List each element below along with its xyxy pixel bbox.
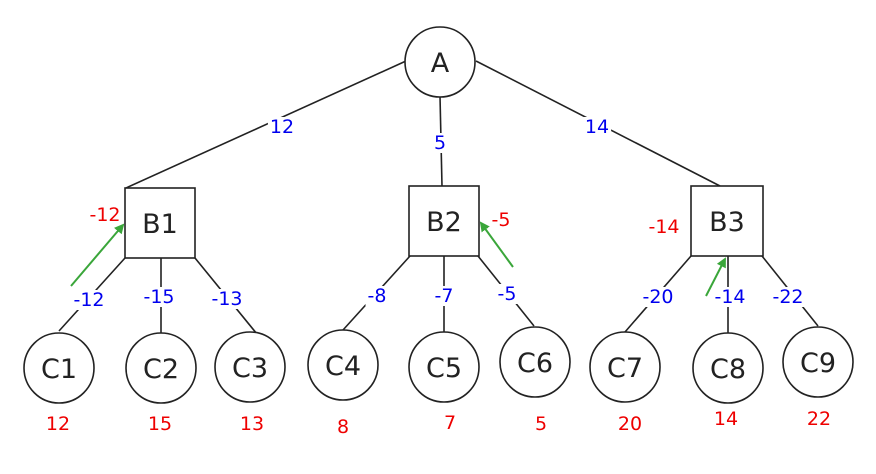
node-c6-shape: [499, 326, 571, 398]
value-label-c2: 15: [148, 413, 172, 435]
value-label-c4: 8: [337, 416, 349, 438]
edge-label-backing: [432, 286, 456, 306]
node-c8-label: C8: [710, 354, 746, 385]
node-c6: C6: [499, 326, 571, 398]
node-b1-label: B1: [142, 209, 178, 240]
edge-label-b2-c4: -8: [368, 285, 387, 307]
node-c6-label: C6: [517, 348, 553, 379]
node-c2: C2: [125, 332, 197, 404]
value-label-c8: 14: [714, 408, 738, 430]
edge-label-backing: [495, 284, 519, 304]
node-c1-label: C1: [41, 354, 77, 385]
node-c9-label: C9: [800, 348, 836, 379]
node-a-label: A: [431, 48, 450, 79]
edge-label-b3-c8: -14: [714, 286, 745, 308]
edge-label-backing: [71, 290, 107, 310]
node-c3: C3: [214, 331, 286, 403]
edge-label-b2-c6: -5: [498, 283, 517, 305]
node-c7-label: C7: [607, 353, 643, 384]
node-c9: C9: [782, 326, 854, 398]
node-c5-shape: [408, 331, 480, 403]
node-c3-label: C3: [232, 353, 268, 384]
value-labels: -12 -5 -14 12 15 13 8 7 5 20 14 22: [46, 204, 831, 438]
edge-label-backing: [141, 287, 177, 307]
value-label-c9: 22: [807, 408, 831, 430]
arrow-c1-to-b1: [70, 223, 125, 287]
edge-label-backing: [267, 117, 297, 137]
arrow-c6-to-b2: [479, 221, 514, 268]
node-c7-shape: [589, 331, 661, 403]
node-c5-label: C5: [426, 353, 462, 384]
node-b3-label: B3: [709, 207, 745, 238]
edge-label-backing: [209, 289, 245, 309]
edge-label-backing: [640, 287, 676, 307]
edge-label-a-b3: 14: [585, 116, 609, 138]
edge-label-b1-c3: -13: [211, 288, 242, 310]
edge-label-b1-c2: -15: [143, 286, 174, 308]
edge-label-b3-c7: -20: [642, 286, 673, 308]
value-label-c5: 7: [444, 412, 456, 434]
node-b3: B3: [690, 185, 764, 257]
value-label-c3: 13: [240, 413, 264, 435]
node-c4-shape: [307, 329, 379, 401]
node-b2: B2: [408, 185, 480, 257]
arrows: [70, 221, 726, 297]
value-label-c6: 5: [535, 413, 547, 435]
node-c4: C4: [307, 329, 379, 401]
edge-label-b3-c9: -22: [772, 286, 803, 308]
node-c2-shape: [125, 332, 197, 404]
edge-label-backing: [712, 287, 748, 307]
node-b2-shape: [408, 185, 480, 257]
value-label-b3: -14: [648, 216, 679, 238]
node-c1: C1: [23, 332, 95, 404]
value-label-b1: -12: [89, 204, 120, 226]
edge-label-backing: [431, 133, 449, 153]
edge-label-b2-c5: -7: [435, 285, 454, 307]
node-c5: C5: [408, 331, 480, 403]
node-a-shape: [404, 26, 476, 98]
value-label-b2: -5: [492, 209, 511, 231]
node-c7: C7: [589, 331, 661, 403]
node-c9-shape: [782, 326, 854, 398]
node-c4-label: C4: [325, 351, 361, 382]
edge-label-a-b1: 12: [270, 116, 294, 138]
node-c1-shape: [23, 332, 95, 404]
node-b1: B1: [124, 187, 196, 259]
node-b2-label: B2: [426, 207, 462, 238]
node-c2-label: C2: [143, 354, 179, 385]
edge-label-b1-c1: -12: [73, 289, 104, 311]
edge-label-backing: [582, 117, 612, 137]
node-c3-shape: [214, 331, 286, 403]
node-c8-shape: [692, 332, 764, 404]
node-b1-shape: [124, 187, 196, 259]
node-b3-shape: [690, 185, 764, 257]
edge-a-b1: [125, 60, 407, 189]
node-a: A: [404, 26, 476, 98]
arrow-c8-to-b3: [705, 257, 726, 297]
edge-label-backing: [365, 286, 389, 306]
value-label-c1: 12: [46, 413, 70, 435]
edge-labels: 12 5 14 -12 -15 -13 -8 -7 -5 -20 -14 -22: [71, 116, 806, 311]
node-c8: C8: [692, 332, 764, 404]
edge-label-backing: [770, 287, 806, 307]
edge-label-a-b2: 5: [434, 132, 446, 154]
value-label-c7: 20: [618, 413, 642, 435]
